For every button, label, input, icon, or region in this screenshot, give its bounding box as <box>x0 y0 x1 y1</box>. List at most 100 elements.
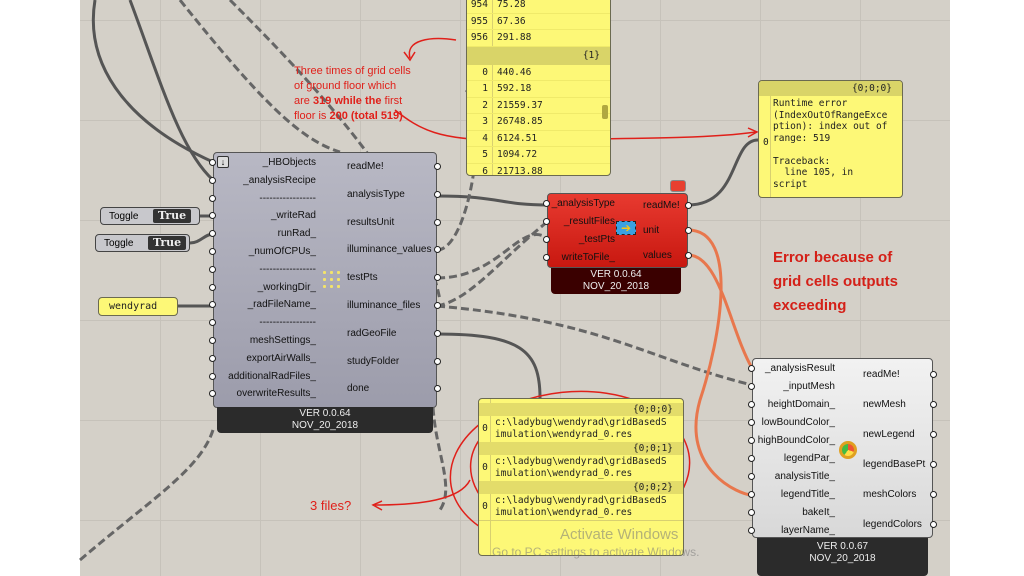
note-line: grid cells outputs <box>773 273 899 290</box>
input-grip[interactable] <box>748 491 755 498</box>
item-value: 291.88 <box>497 32 532 43</box>
param-output: unit <box>643 225 660 236</box>
input-grip[interactable] <box>543 200 550 207</box>
output-grip[interactable] <box>930 491 937 498</box>
input-grip[interactable] <box>543 236 550 243</box>
param-output: testPts <box>347 272 378 284</box>
input-grip[interactable] <box>209 194 216 202</box>
param-output: illuminance_files <box>347 300 421 311</box>
param-output: newLegend <box>863 429 915 440</box>
branch-header: {0;0;0} <box>759 81 902 96</box>
input-grip[interactable] <box>209 319 216 327</box>
rad-file-name-panel[interactable]: wendyrad <box>98 297 178 316</box>
param-input: _analysisType <box>551 198 615 209</box>
toggle-label: Toggle <box>109 210 139 222</box>
input-grip[interactable] <box>209 301 216 309</box>
input-grip[interactable] <box>209 248 216 255</box>
note-text: first <box>381 95 403 107</box>
output-grip[interactable] <box>685 252 692 259</box>
output-grip[interactable] <box>685 202 692 209</box>
scrollbar[interactable] <box>602 105 608 119</box>
output-grip[interactable] <box>434 329 441 337</box>
note-line: Error because of <box>773 249 893 266</box>
input-grip[interactable] <box>209 265 216 273</box>
input-grip[interactable] <box>543 218 550 225</box>
output-grip[interactable] <box>685 227 692 234</box>
output-grip[interactable] <box>434 385 441 393</box>
output-grip[interactable] <box>930 371 937 378</box>
output-grip[interactable] <box>434 190 441 198</box>
output-grip[interactable] <box>434 274 441 282</box>
param-output: legendColors <box>863 519 922 530</box>
input-grip[interactable] <box>543 254 550 261</box>
output-grip[interactable] <box>434 302 441 309</box>
input-grip[interactable] <box>748 383 755 390</box>
output-grip[interactable] <box>930 461 937 468</box>
input-grip[interactable] <box>748 437 755 444</box>
item-index: 0 <box>763 137 769 148</box>
item-value: 21713.88 <box>497 165 543 176</box>
note-line: floor is 200 (total 519) <box>294 109 411 124</box>
input-grip[interactable] <box>209 372 216 380</box>
param-input: runRad_ <box>277 228 316 240</box>
annotation-error: Error because of grid cells outputs exce… <box>773 246 898 318</box>
date: NOV_20_2018 <box>582 281 650 292</box>
toggle-run-rad[interactable]: Toggle True <box>95 234 190 252</box>
input-grip[interactable] <box>748 473 755 480</box>
item-value: 6124.51 <box>497 132 538 144</box>
input-grip[interactable] <box>748 401 755 408</box>
input-grip[interactable] <box>209 283 216 291</box>
input-grip[interactable] <box>748 419 755 426</box>
output-grip[interactable] <box>434 357 441 365</box>
toggle-write-rad[interactable]: Toggle True <box>100 207 200 225</box>
output-grip[interactable] <box>434 218 441 226</box>
param-input: overwriteResults_ <box>236 388 316 400</box>
annotation-grid-cells: Three times of grid cells of ground floo… <box>294 64 411 124</box>
output-grip[interactable] <box>930 521 937 528</box>
item-index: 0 <box>482 501 488 512</box>
arrow-down-icon[interactable]: ↓ <box>217 156 229 168</box>
input-grip[interactable] <box>209 230 216 238</box>
item-index: 4 <box>467 130 493 146</box>
note-text: floor is <box>294 110 330 122</box>
error-balloon-icon[interactable] <box>670 180 686 192</box>
output-grip[interactable] <box>434 246 441 254</box>
input-grip[interactable] <box>209 337 216 344</box>
toggle-value[interactable]: True <box>148 236 187 250</box>
input-grip[interactable] <box>209 159 216 166</box>
input-grip[interactable] <box>209 176 216 184</box>
output-grip[interactable] <box>930 431 937 438</box>
item-value: 75.28 <box>497 0 526 10</box>
param-input: legendPar_ <box>783 453 835 464</box>
param-input: heightDomain_ <box>767 399 835 410</box>
param-input: analysisTitle_ <box>774 471 835 482</box>
param-output: studyFolder <box>347 355 400 367</box>
component-icon: ➔ <box>616 221 636 235</box>
input-grip[interactable] <box>209 390 216 398</box>
toggle-value[interactable]: True <box>153 209 192 223</box>
error-panel[interactable]: {0;0;0} 0 Runtime error (IndexOutOfRange… <box>758 80 903 198</box>
param-input: _inputMesh <box>783 381 835 392</box>
input-grip[interactable] <box>748 455 755 462</box>
toggle-label: Toggle <box>104 237 134 249</box>
input-grip[interactable] <box>209 212 216 220</box>
param-input: ----------------- <box>259 192 316 204</box>
input-grip[interactable] <box>748 365 755 372</box>
output-grip[interactable] <box>434 163 441 170</box>
input-grip[interactable] <box>748 509 755 516</box>
input-grip[interactable] <box>748 527 755 534</box>
note-line: exceeding <box>773 297 847 314</box>
hb-run-daylight-component[interactable]: ↓ _HBObjects_analysisRecipe-------------… <box>209 152 441 408</box>
output-grip[interactable] <box>930 401 937 408</box>
param-input: meshSettings_ <box>249 335 316 346</box>
date: NOV_20_2018 <box>291 420 359 431</box>
input-grip[interactable] <box>209 354 216 362</box>
item-value: 26748.85 <box>497 116 543 127</box>
